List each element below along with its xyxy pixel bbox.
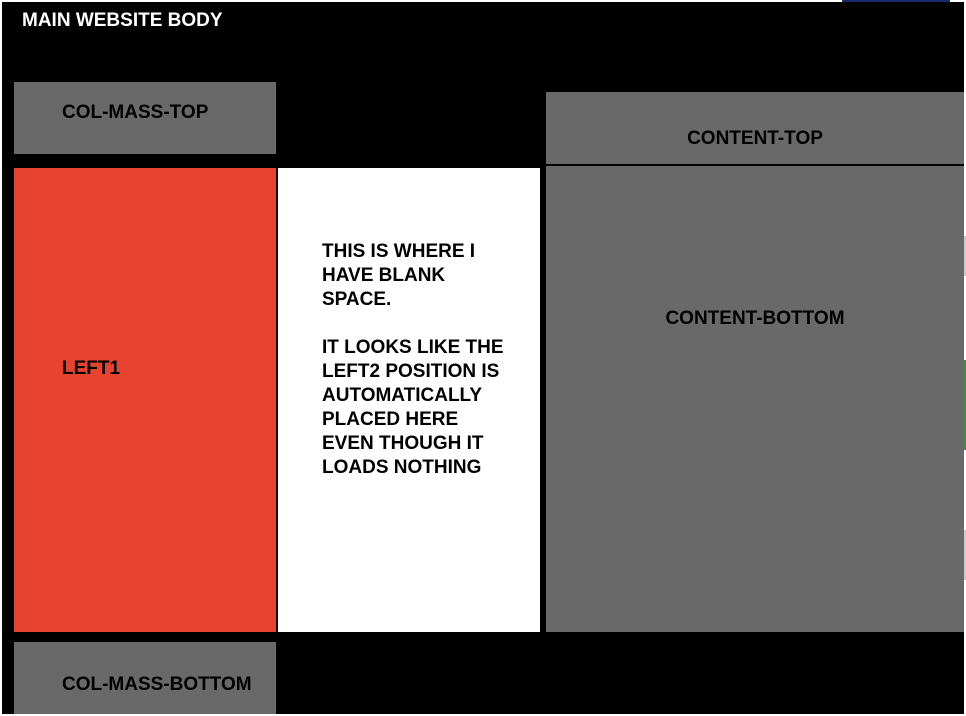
left1-module: LEFT1 (14, 168, 276, 632)
col-mass-bottom-module: COL-MASS-BOTTOM (14, 642, 276, 714)
left1-label: LEFT1 (62, 358, 121, 379)
top-right-edge-strip (842, 0, 950, 2)
right-edge-mark-3 (964, 530, 966, 580)
content-top-module: CONTENT-TOP (546, 92, 964, 164)
col-mass-top-module: COL-MASS-TOP (14, 82, 276, 154)
main-website-body-title: MAIN WEBSITE BODY (22, 10, 223, 31)
blank-space-paragraph-1: THIS IS WHERE I HAVE BLANK SPACE. (322, 241, 476, 310)
blank-space-area: THIS IS WHERE I HAVE BLANK SPACE. IT LOO… (278, 168, 540, 632)
right-edge-mark-2 (964, 360, 966, 450)
col-mass-top-label: COL-MASS-TOP (62, 102, 209, 123)
blank-space-paragraph-2: IT LOOKS LIKE THE LEFT2 POSITION IS AUTO… (322, 337, 504, 478)
col-mass-bottom-label: COL-MASS-BOTTOM (62, 674, 252, 695)
right-edge-mark-1 (964, 236, 966, 276)
content-bottom-module: CONTENT-BOTTOM (546, 166, 964, 632)
content-bottom-label: CONTENT-BOTTOM (665, 308, 845, 329)
content-top-label: CONTENT-TOP (687, 128, 823, 149)
